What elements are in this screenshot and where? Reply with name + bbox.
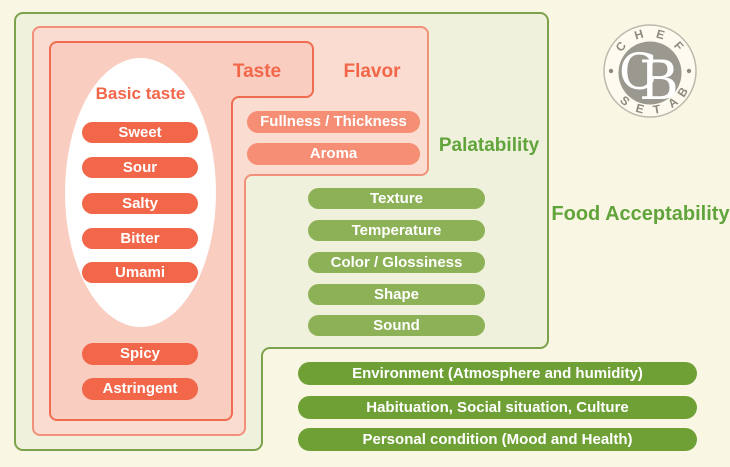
- logo-monogram-c: C: [619, 43, 657, 101]
- logo-dot-right: [686, 68, 692, 74]
- logo-monogram-b: B: [639, 49, 679, 112]
- pill-spicy: Spicy: [82, 343, 198, 365]
- pill-umami: Umami: [82, 262, 198, 283]
- bar-environment: Environment (Atmosphere and humidity): [298, 362, 697, 385]
- logo-disc: [618, 41, 682, 105]
- pill-astringent: Astringent: [82, 378, 198, 400]
- pill-color-glossiness: Color / Glossiness: [308, 252, 485, 273]
- bar-habituation: Habituation, Social situation, Culture: [298, 396, 697, 419]
- chef-bates-logo: C H E F B A T E S C B: [603, 24, 697, 118]
- food-acceptability-label: Food Acceptability: [551, 203, 730, 225]
- pill-sour: Sour: [82, 157, 198, 178]
- flavor-label: Flavor: [343, 61, 401, 82]
- bar-personal-condition: Personal condition (Mood and Health): [298, 428, 697, 451]
- pill-bitter: Bitter: [82, 228, 198, 249]
- pill-shape: Shape: [308, 284, 485, 305]
- logo-ring-letter: E: [634, 101, 645, 117]
- logo-ring-letter: H: [633, 27, 645, 43]
- palatability-label: Palatability: [438, 135, 540, 156]
- pill-salty: Salty: [82, 193, 198, 214]
- pill-texture: Texture: [308, 188, 485, 209]
- logo-ring-letter: T: [652, 102, 662, 117]
- pill-temperature: Temperature: [308, 220, 485, 241]
- logo-ring-letter: E: [655, 27, 667, 43]
- pill-sweet: Sweet: [82, 122, 198, 143]
- basic-taste-label: Basic taste: [95, 84, 186, 103]
- pill-fullness-thickness: Fullness / Thickness: [247, 111, 420, 133]
- taste-label: Taste: [232, 61, 282, 82]
- pill-sound: Sound: [308, 315, 485, 336]
- logo-dot-left: [608, 68, 614, 74]
- pill-aroma: Aroma: [247, 143, 420, 165]
